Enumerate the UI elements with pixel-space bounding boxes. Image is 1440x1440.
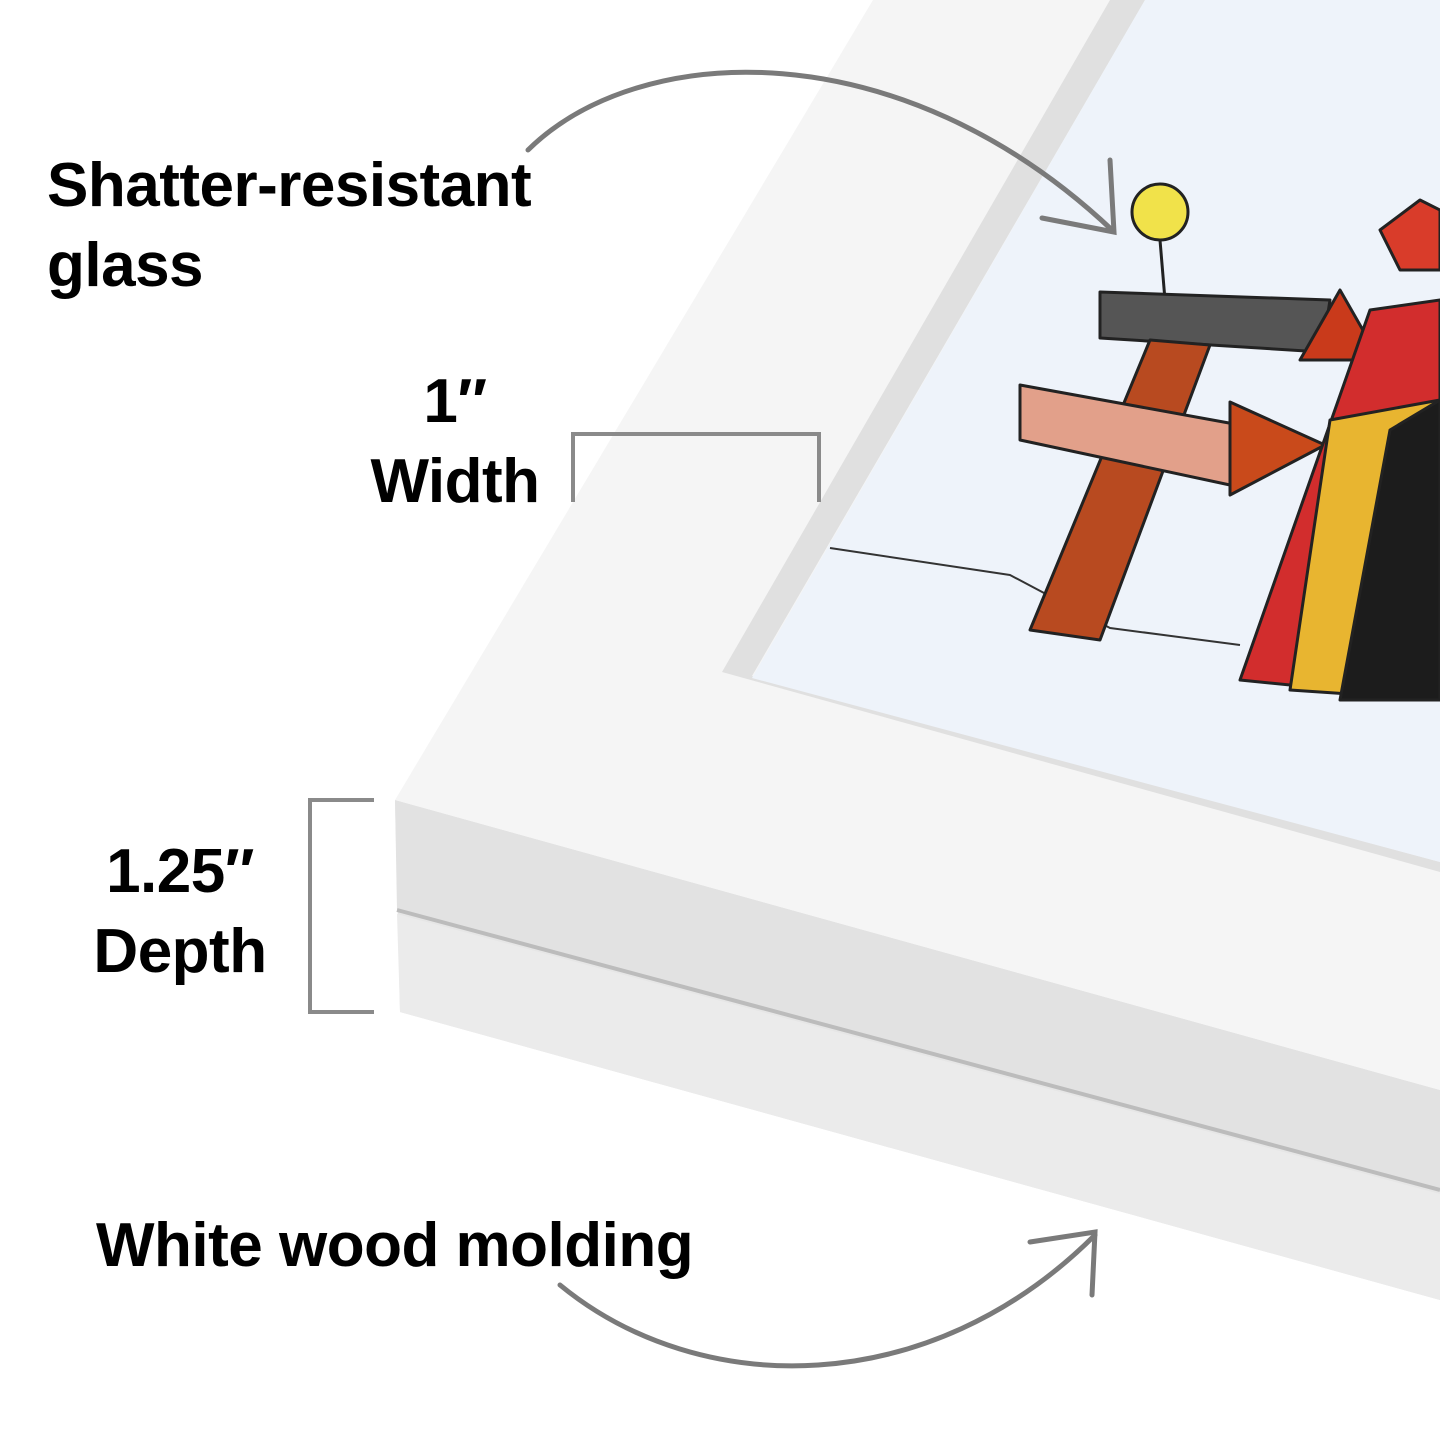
molding-callout: White wood molding: [96, 1211, 694, 1280]
frame-groove-line: [396, 908, 1440, 1192]
glass-callout-line1: Shatter-resistant: [47, 151, 532, 220]
frame-inner-bevel: [722, 0, 1440, 872]
depth-label: Depth: [93, 917, 267, 986]
frame-depth-upper: [395, 800, 1440, 1190]
glass-arrow: [525, 69, 1117, 236]
depth-callout: 1.25″ Depth: [70, 832, 290, 992]
depth-value: 1.25″: [106, 837, 254, 906]
width-bracket: [571, 432, 821, 502]
width-value: 1″: [423, 367, 487, 436]
molding-arrow: [557, 1229, 1098, 1369]
width-callout: 1″ Width: [350, 362, 560, 522]
width-label: Width: [370, 447, 540, 516]
glass-callout-line2: glass: [47, 231, 204, 300]
frame-depth-lower: [397, 914, 1440, 1300]
kid-drawing: [829, 182, 1440, 702]
glass-callout: Shatter-resistant glass: [47, 146, 532, 306]
depth-bracket: [308, 798, 374, 1014]
